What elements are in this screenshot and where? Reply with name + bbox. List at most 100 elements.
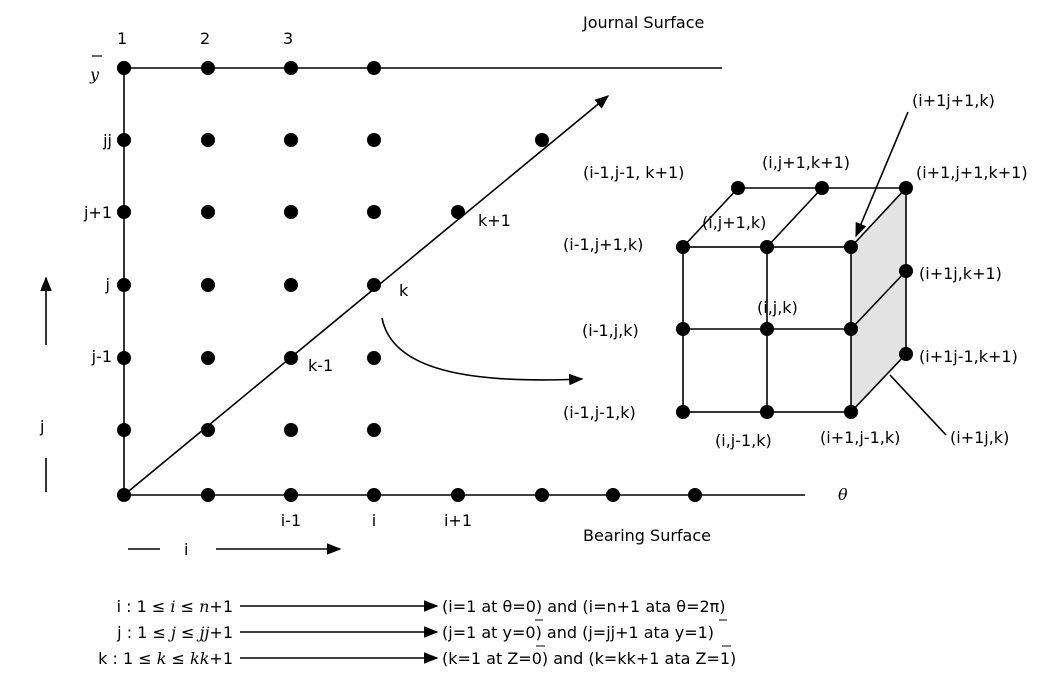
node-dot	[117, 278, 131, 292]
column-label: 3	[283, 29, 293, 48]
legend-row-k: k : 1 ≤ k ≤ kk+1	[98, 649, 233, 668]
node-dot	[201, 133, 215, 147]
bottom-label: i	[372, 511, 376, 530]
node-dot	[284, 61, 298, 75]
node-dot	[117, 133, 131, 147]
node-dot	[760, 240, 774, 254]
node-dot	[367, 278, 381, 292]
cube-label: (i-1,j-1, k+1)	[583, 163, 684, 182]
node-dot	[284, 133, 298, 147]
node-dot	[676, 322, 690, 336]
cube-label: (i,j+1,k)	[702, 213, 766, 232]
cube-pointer-line	[889, 374, 947, 436]
node-dot	[844, 322, 858, 336]
node-dot	[535, 133, 549, 147]
node-dot	[899, 264, 913, 278]
node-dot	[451, 488, 465, 502]
legend-result-j: (j=1 at y=0) and (j=jj+1 ata y=1)	[442, 623, 714, 642]
node-dot	[117, 423, 131, 437]
node-dot	[688, 488, 702, 502]
theta-axis-label: θ	[838, 485, 848, 504]
cube-label: (i-1,j,k)	[582, 321, 639, 340]
j-direction-label: j	[39, 417, 44, 436]
node-dot	[117, 488, 131, 502]
cube-edge	[850, 270, 907, 330]
diagonal-label: k+1	[478, 211, 511, 230]
cube-label: (i+1,j-1,k)	[820, 428, 900, 447]
grid-dots	[117, 61, 702, 502]
i-direction-label: i	[184, 540, 188, 559]
node-dot	[284, 423, 298, 437]
bottom-labels: i-1 i i+1	[281, 511, 472, 530]
bottom-label: i-1	[281, 511, 301, 530]
node-dot	[367, 423, 381, 437]
cube-edge	[766, 187, 823, 248]
cube-label: (i,j,k)	[757, 298, 798, 317]
node-dot	[606, 488, 620, 502]
node-dot	[676, 240, 690, 254]
ybar-label: y	[89, 65, 100, 84]
cube-label: (i+1j,k+1)	[919, 264, 1002, 283]
column-labels: 1 2 3	[117, 29, 293, 48]
cube-label: (i+1j,k)	[950, 428, 1009, 447]
node-dot	[367, 351, 381, 365]
node-dot	[899, 347, 913, 361]
node-dot	[844, 405, 858, 419]
node-dot	[117, 61, 131, 75]
cube-edge	[850, 353, 907, 413]
node-dot	[451, 205, 465, 219]
node-dot	[201, 351, 215, 365]
column-label: 2	[200, 29, 210, 48]
cube	[676, 181, 913, 419]
diagonal-label: k	[399, 281, 409, 300]
node-dot	[201, 423, 215, 437]
k-axis-line	[123, 95, 610, 496]
node-dot	[760, 322, 774, 336]
node-dot	[284, 205, 298, 219]
node-dot	[535, 488, 549, 502]
node-dot	[201, 278, 215, 292]
node-dot	[760, 405, 774, 419]
cube-edge	[682, 187, 739, 248]
bottom-label: i+1	[444, 511, 472, 530]
bearing-surface-label: Bearing Surface	[583, 526, 711, 545]
node-dot	[201, 205, 215, 219]
cube-dots	[676, 181, 913, 419]
cube-label: (i-1,j+1,k)	[563, 235, 643, 254]
cube-pointer-arrow	[855, 111, 909, 238]
node-dot	[367, 488, 381, 502]
row-labels: jj j+1 j j-1	[83, 131, 112, 366]
diagonal-labels: k+1 k k-1	[308, 211, 511, 375]
row-label: jj	[102, 131, 112, 150]
node-dot	[201, 61, 215, 75]
node-dot	[367, 205, 381, 219]
cube-label: (i+1,j+1,k+1)	[916, 163, 1028, 182]
cube-labels: (i+1j+1,k) (i-1,j-1, k+1) (i,j+1,k+1) (i…	[563, 91, 1028, 450]
node-dot	[117, 205, 131, 219]
cube-label: (i+1j-1,k+1)	[919, 347, 1018, 366]
legend-result-k: (k=1 at Z=0) and (k=kk+1 ata Z=1)	[442, 649, 736, 668]
journal-surface-label: Journal Surface	[582, 13, 704, 32]
legend: i : 1 ≤ i ≤ n+1 (i=1 at θ=0) and (i=n+1 …	[98, 597, 736, 668]
row-label: j	[105, 275, 110, 294]
node-dot	[284, 488, 298, 502]
node-dot	[117, 351, 131, 365]
legend-row-j: j : 1 ≤ j ≤ jj+1	[116, 623, 233, 642]
zoom-curve-arrow	[381, 317, 584, 386]
node-dot	[367, 133, 381, 147]
node-dot	[201, 488, 215, 502]
row-label: j-1	[91, 347, 112, 366]
node-dot	[676, 405, 690, 419]
node-dot	[284, 351, 298, 365]
node-dot	[367, 61, 381, 75]
node-dot	[815, 181, 829, 195]
node-dot	[899, 181, 913, 195]
node-dot	[844, 240, 858, 254]
row-label: j+1	[83, 203, 112, 222]
cube-label: (i+1j+1,k)	[912, 91, 995, 110]
legend-row-i: i : 1 ≤ i ≤ n+1	[117, 597, 233, 616]
cube-label: (i-1,j-1,k)	[563, 403, 636, 422]
node-dot	[284, 278, 298, 292]
legend-result-i: (i=1 at θ=0) and (i=n+1 ata θ=2π)	[442, 597, 726, 616]
